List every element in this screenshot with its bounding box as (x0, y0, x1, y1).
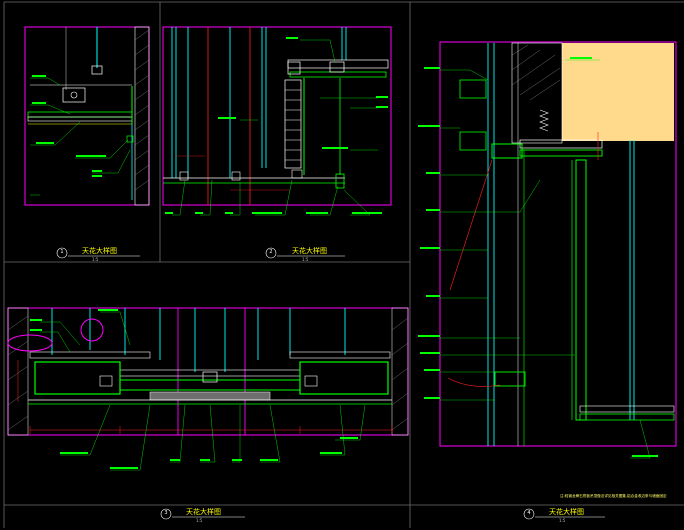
detail-2-title: 天花大样图 (292, 247, 327, 255)
sheet-grid (3, 1, 684, 528)
detail-2-view (162, 26, 392, 216)
detail-1-view (24, 26, 150, 206)
detail-4-scale: 1:5 (559, 518, 566, 523)
detail-4-title: 天花大样图 (549, 508, 584, 516)
drawing-footnote: 注:轻钢龙骨石膏板吊顶做法详见相关图集,铝合金收边条与墙面固定 (560, 494, 667, 498)
detail-1-number: 1 (60, 249, 64, 255)
detail-3-title: 天花大样图 (186, 508, 221, 516)
detail-2-number: 2 (269, 249, 273, 255)
detail-4-number: 4 (527, 510, 531, 516)
detail-3-number: 3 (164, 510, 168, 516)
detail-4-view (418, 41, 677, 459)
detail-3-scale: 1:5 (196, 518, 203, 523)
title-marks (56, 247, 605, 520)
detail-2-scale: 1:5 (302, 257, 309, 262)
detail-3-view (7, 307, 409, 471)
detail-1-scale: 1:5 (92, 257, 99, 262)
detail-1-title: 天花大样图 (82, 247, 117, 255)
